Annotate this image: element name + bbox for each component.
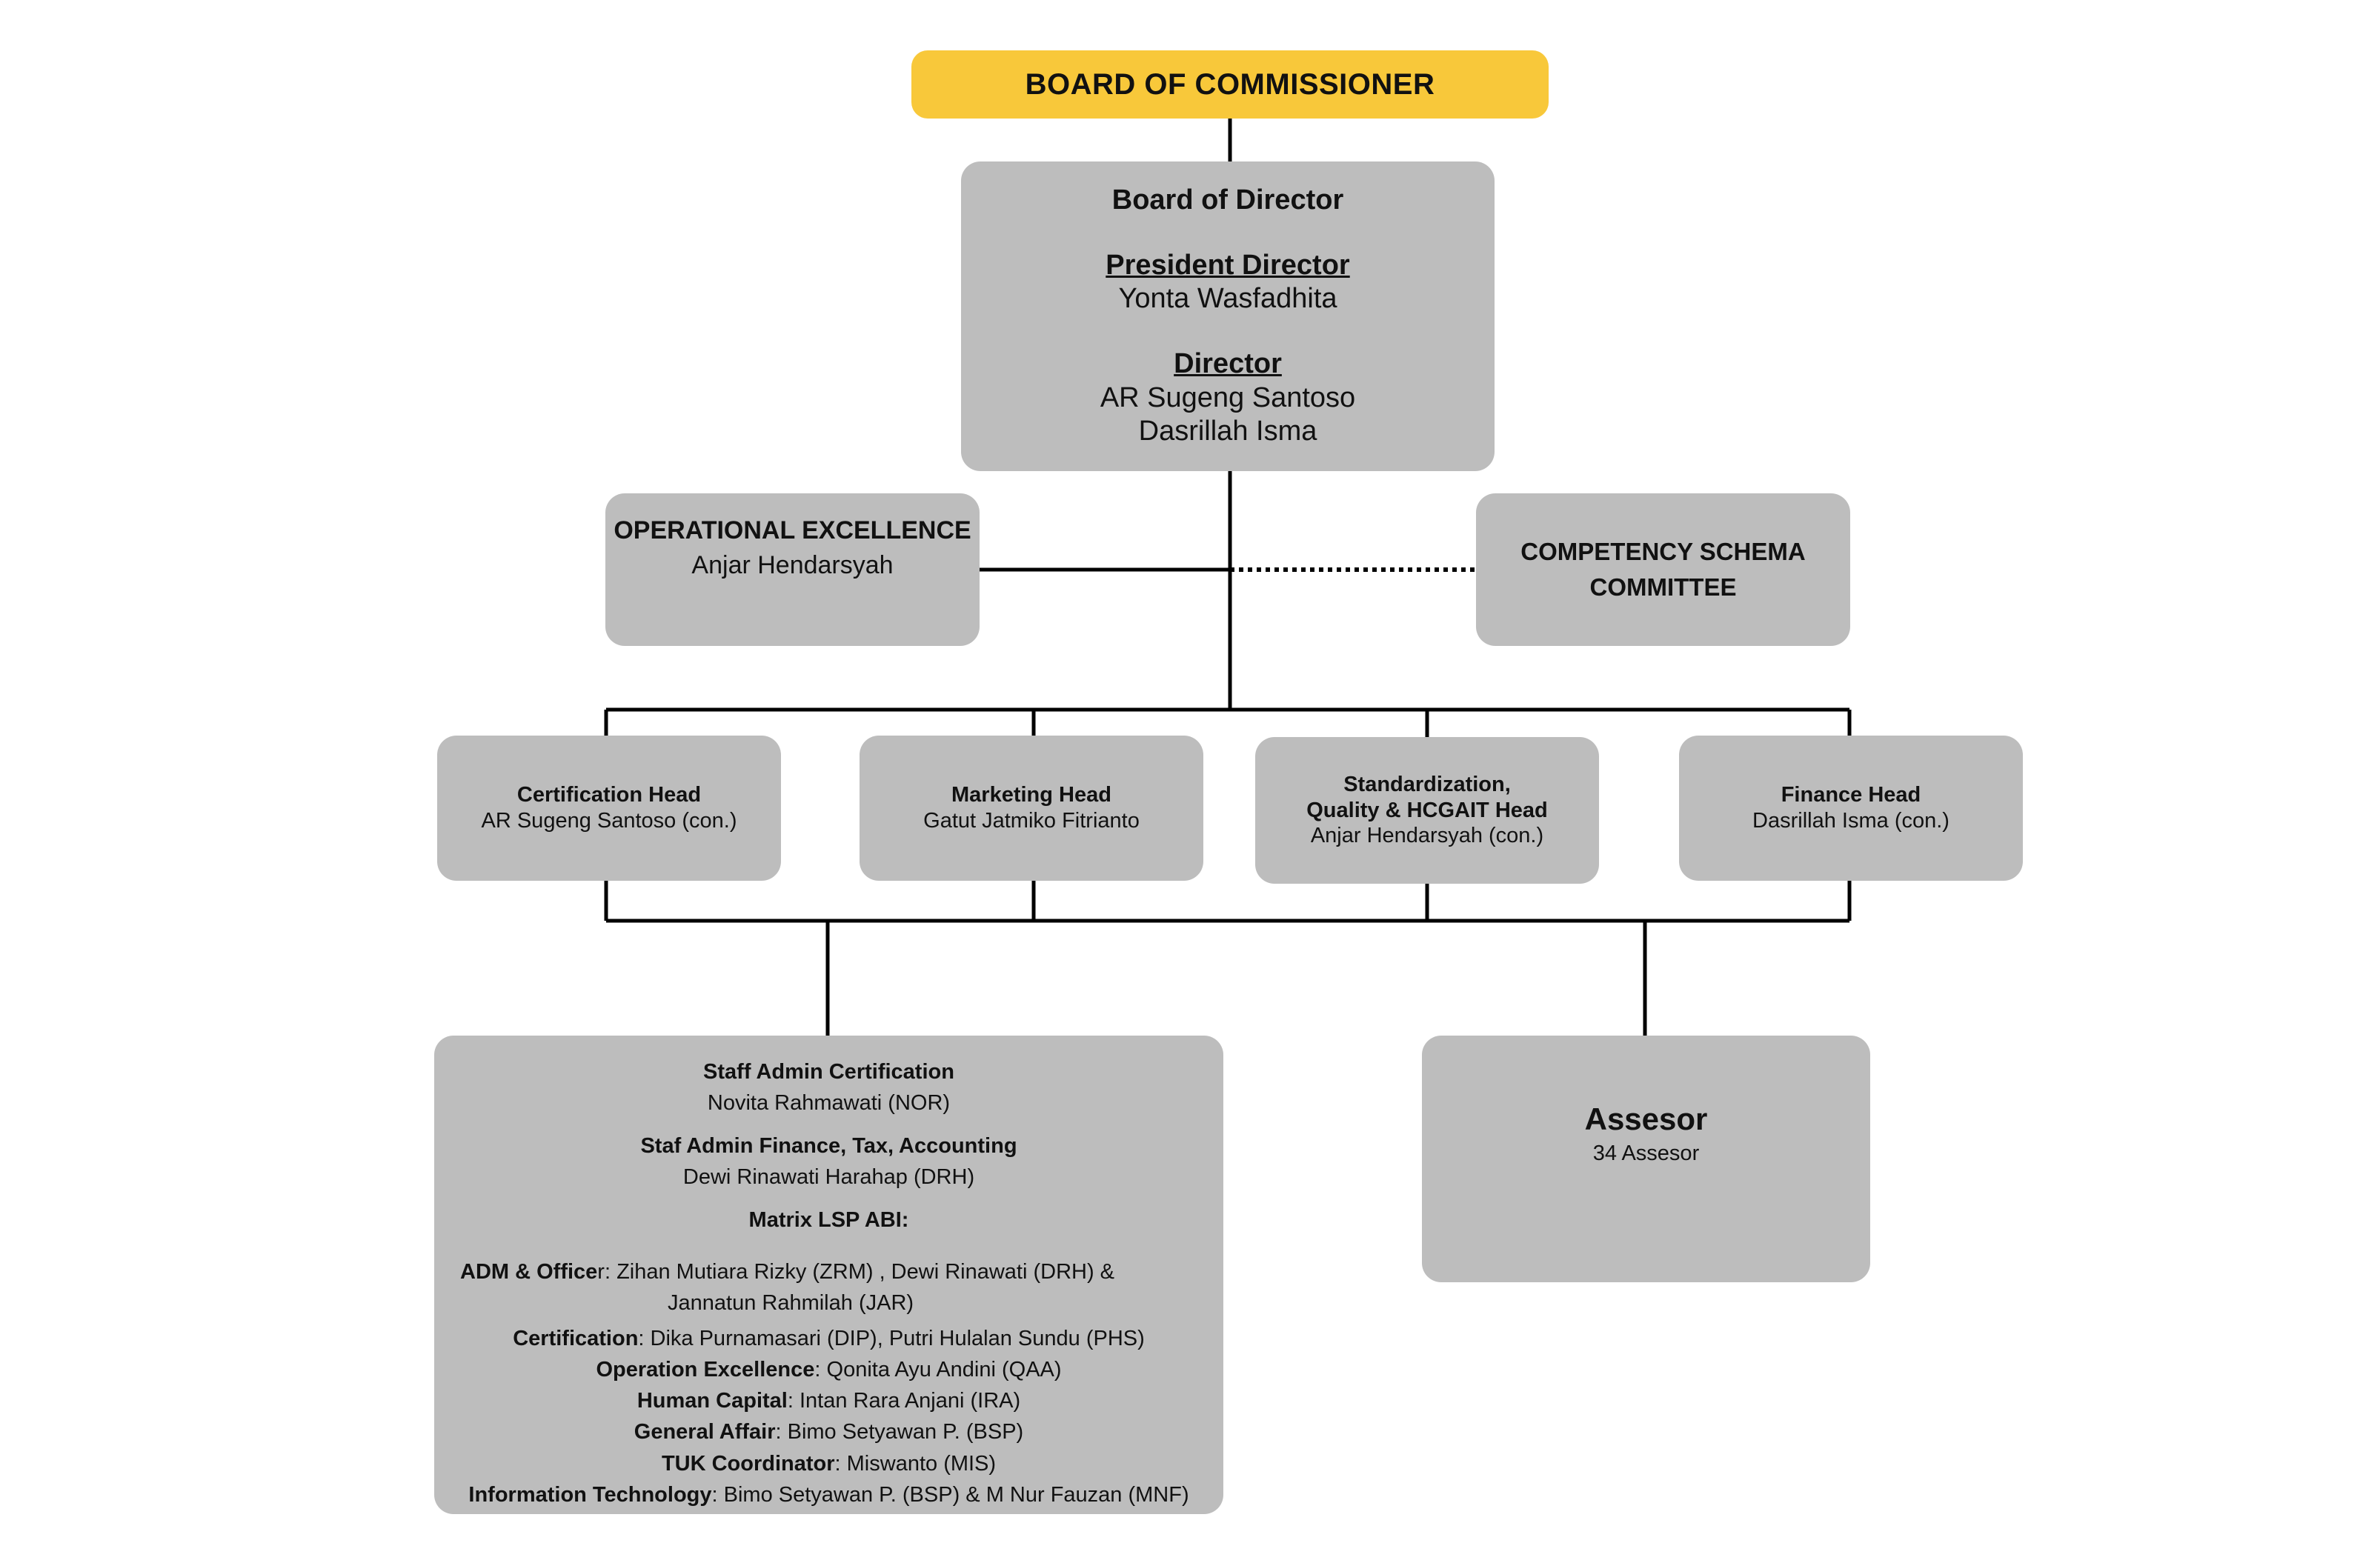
staff-admin-cert-title: Staff Admin Certification <box>703 1060 954 1084</box>
matrix-row-label: Human Capital <box>636 1389 788 1413</box>
matrix-row-value: : Bimo Setyawan P. (BSP) <box>775 1420 1024 1444</box>
staff-admin-fin-name: Dewi Rinawati Harahap (DRH) <box>682 1165 975 1190</box>
matrix-title: Matrix LSP ABI: <box>748 1208 909 1233</box>
matrix-row-value: : Miswanto (MIS) <box>834 1451 997 1476</box>
finance-head-box: Finance Head Dasrillah Isma (con.) <box>1679 736 2023 881</box>
matrix-row-label: TUK Coordinator <box>661 1451 835 1476</box>
head-name: Gatut Jatmiko Fitrianto <box>923 809 1140 833</box>
head-title: Certification Head <box>516 783 702 807</box>
staff-box: Staff Admin Certification Novita Rahmawa… <box>434 1036 1223 1514</box>
head-title-line2: Quality & HCGAIT Head <box>1306 798 1548 822</box>
head-name: Anjar Hendarsyah (con.) <box>1310 824 1544 848</box>
operational-excellence-box: OPERATIONAL EXCELLENCE Anjar Hendarsyah <box>605 493 980 646</box>
president-director-name: Yonta Wasfadhita <box>1118 283 1337 315</box>
head-title-line1: Standardization, <box>1343 772 1511 796</box>
matrix-row-value: : Qonita Ayu Andini (QAA) <box>814 1358 1062 1382</box>
director-name: Dasrillah Isma <box>1138 416 1317 447</box>
assesor-title: Assesor <box>1584 1102 1708 1136</box>
board-title: BOARD OF COMMISSIONER <box>1025 68 1435 101</box>
matrix-row-label-tail: r <box>597 1260 605 1284</box>
matrix-row: General Affair: Bimo Setyawan P. (BSP) <box>434 1416 1223 1447</box>
director-label: Director <box>1174 348 1282 379</box>
certification-head-box: Certification Head AR Sugeng Santoso (co… <box>437 736 781 881</box>
director-box-title: Board of Director <box>1111 184 1344 216</box>
board-of-director-box: Board of Director President Director Yon… <box>961 161 1495 471</box>
matrix-row: Certification: Dika Purnamasari (DIP), P… <box>434 1323 1223 1354</box>
matrix-row-value-cont: Jannatun Rahmilah (JAR) <box>668 1291 914 1316</box>
head-name: Dasrillah Isma (con.) <box>1752 809 1949 833</box>
matrix-row-label: Certification <box>513 1327 639 1351</box>
opex-title: OPERATIONAL EXCELLENCE <box>614 516 971 544</box>
matrix-row-value: : Intan Rara Anjani (IRA) <box>787 1389 1021 1413</box>
matrix-row: TUK Coordinator: Miswanto (MIS) <box>434 1448 1223 1479</box>
head-name: AR Sugeng Santoso (con.) <box>481 809 737 833</box>
matrix-row-label: ADM & Office <box>460 1260 598 1284</box>
assesor-box: Assesor 34 Assesor <box>1422 1036 1870 1282</box>
matrix-row-value: : Dika Purnamasari (DIP), Putri Hulalan … <box>638 1327 1145 1351</box>
committee-title-line2: COMMITTEE <box>1589 573 1737 601</box>
matrix-row-value: : Bimo Setyawan P. (BSP) & M Nur Fauzan … <box>711 1482 1189 1507</box>
matrix-row-label: Information Technology <box>468 1482 712 1507</box>
competency-schema-committee-box: COMPETENCY SCHEMA COMMITTEE <box>1476 493 1850 646</box>
head-title: Marketing Head <box>951 783 1111 807</box>
board-of-commissioner-box: BOARD OF COMMISSIONER <box>911 50 1549 119</box>
matrix-row-label: Operation Excellence <box>596 1358 815 1382</box>
committee-title-line1: COMPETENCY SCHEMA <box>1520 538 1806 566</box>
head-title: Finance Head <box>1781 783 1921 807</box>
assesor-count: 34 Assesor <box>1592 1142 1700 1166</box>
matrix-row: Operation Excellence: Qonita Ayu Andini … <box>434 1354 1223 1385</box>
president-director-label: President Director <box>1106 249 1350 281</box>
marketing-head-box: Marketing Head Gatut Jatmiko Fitrianto <box>860 736 1203 881</box>
matrix-row: Information Technology: Bimo Setyawan P.… <box>434 1479 1223 1510</box>
staff-admin-fin-title: Staf Admin Finance, Tax, Accounting <box>640 1134 1017 1159</box>
matrix-row-adm: ADM & Officer: Zihan Mutiara Rizky (ZRM)… <box>408 1256 1249 1319</box>
director-name: AR Sugeng Santoso <box>1100 381 1356 413</box>
matrix-row-value: : Zihan Mutiara Rizky (ZRM) , Dewi Rinaw… <box>604 1260 1115 1284</box>
standardization-head-box: Standardization, Quality & HCGAIT Head A… <box>1255 737 1599 884</box>
opex-name: Anjar Hendarsyah <box>691 550 894 579</box>
matrix-row: Human Capital: Intan Rara Anjani (IRA) <box>434 1385 1223 1416</box>
matrix-row-label: General Affair <box>634 1420 776 1444</box>
staff-admin-cert-name: Novita Rahmawati (NOR) <box>707 1091 951 1116</box>
